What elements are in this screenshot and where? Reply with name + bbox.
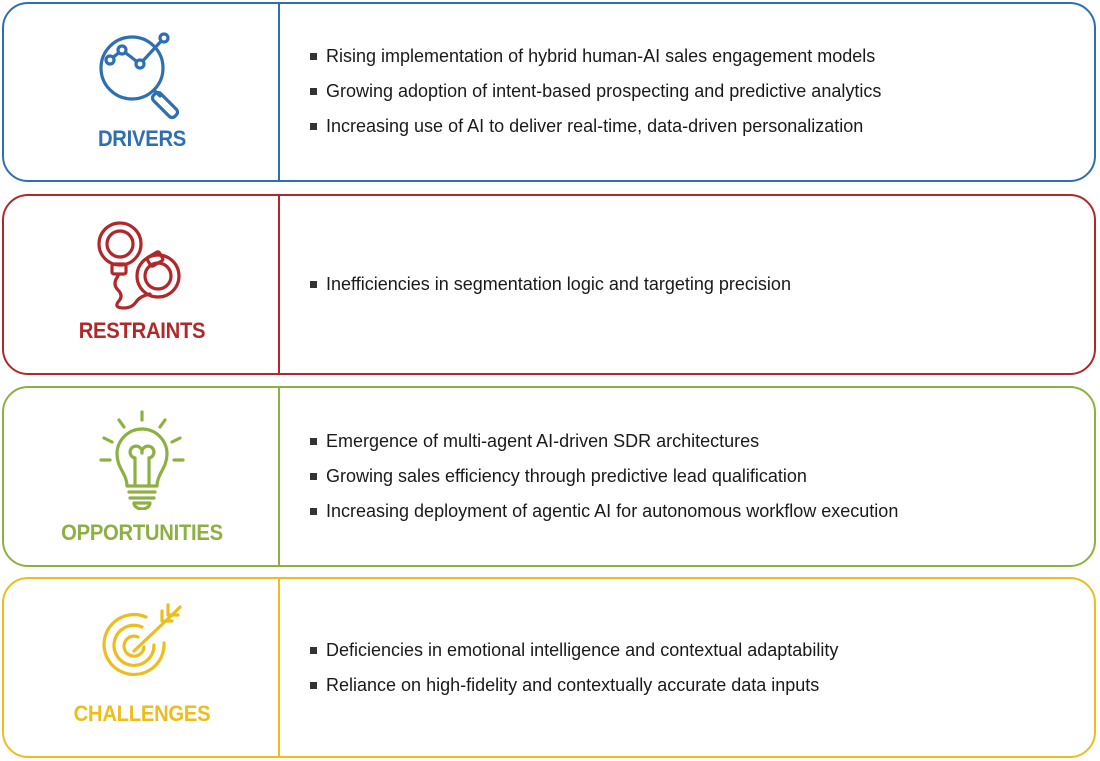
drivers-label-cell: DRIVERS [4,4,280,180]
restraints-list: Inefficiencies in segmentation logic and… [310,267,1074,302]
handcuffs-icon [4,220,280,312]
drivers-list-cell: Rising implementation of hybrid human-AI… [310,2,1074,180]
opportunities-panel: OPPORTUNITIES Emergence of multi-agent A… [2,386,1096,567]
target-arrow-icon [4,603,280,693]
list-item: Deficiencies in emotional intelligence a… [310,633,1074,668]
list-item: Reliance on high-fidelity and contextual… [310,668,1074,703]
list-item: Growing adoption of intent-based prospec… [310,74,1074,109]
restraints-panel: RESTRAINTS Inefficiencies in segmentatio… [2,194,1096,375]
drivers-title: DRIVERS [97,126,187,151]
restraints-label-cell: RESTRAINTS [4,196,280,373]
opportunities-list: Emergence of multi-agent AI-driven SDR a… [310,424,1074,529]
list-item: Emergence of multi-agent AI-driven SDR a… [310,424,1074,459]
magnifier-trend-icon [4,28,280,124]
restraints-list-cell: Inefficiencies in segmentation logic and… [310,196,1074,373]
list-item: Increasing deployment of agentic AI for … [310,494,1074,529]
challenges-label-cell: CHALLENGES [4,579,280,756]
opportunities-label-cell: OPPORTUNITIES [4,388,280,565]
list-item: Rising implementation of hybrid human-AI… [310,39,1074,74]
challenges-list-cell: Deficiencies in emotional intelligence a… [310,579,1074,756]
challenges-title: CHALLENGES [73,701,211,726]
restraints-title: RESTRAINTS [78,318,206,343]
drivers-panel: DRIVERS Rising implementation of hybrid … [2,2,1096,182]
challenges-panel: CHALLENGES Deficiencies in emotional int… [2,577,1096,758]
opportunities-title: OPPORTUNITIES [61,520,223,545]
opportunities-list-cell: Emergence of multi-agent AI-driven SDR a… [310,388,1074,565]
lightbulb-icon [4,410,280,510]
list-item: Increasing use of AI to deliver real-tim… [310,109,1074,144]
drivers-list: Rising implementation of hybrid human-AI… [310,39,1074,144]
list-item: Growing sales efficiency through predict… [310,459,1074,494]
list-item: Inefficiencies in segmentation logic and… [310,267,1074,302]
challenges-list: Deficiencies in emotional intelligence a… [310,633,1074,703]
